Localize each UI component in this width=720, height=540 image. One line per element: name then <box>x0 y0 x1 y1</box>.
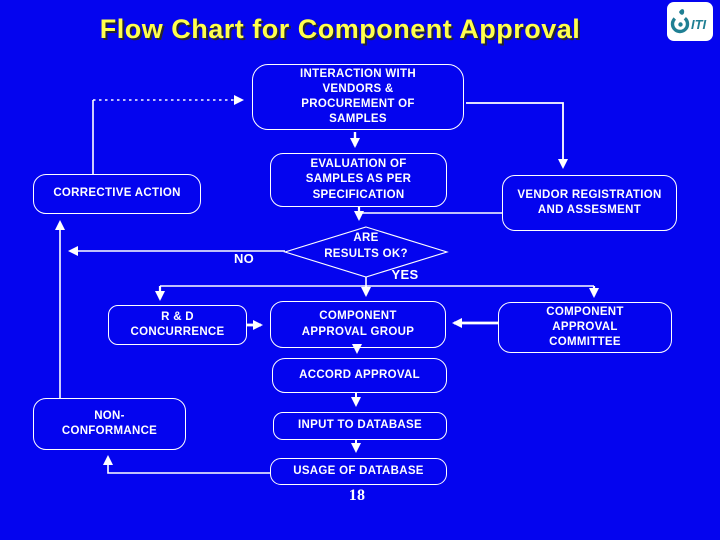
node-component-approval-committee: COMPONENT APPROVAL COMMITTEE <box>498 302 672 353</box>
node-rd-concurrence: R & D CONCURRENCE <box>108 305 247 345</box>
decision-diamond <box>283 226 449 278</box>
wire-interaction-vendor <box>466 102 568 169</box>
node-component-approval-group: COMPONENT APPROVAL GROUP <box>270 301 446 348</box>
page-number: 18 <box>348 487 366 504</box>
node-accord-approval: ACCORD APPROVAL <box>272 358 447 393</box>
node-evaluation-of-samples: EVALUATION OF SAMPLES AS PER SPECIFICATI… <box>270 153 447 207</box>
node-interaction-with-vendors: INTERACTION WITH VENDORS & PROCUREMENT O… <box>252 64 464 130</box>
svg-text:ITI: ITI <box>691 17 707 32</box>
no-branch-label: NO <box>233 251 255 266</box>
node-input-to-database: INPUT TO DATABASE <box>273 412 447 440</box>
slide-title: Flow Chart for Component Approval <box>99 14 581 44</box>
iti-logo-icon: ITI <box>670 9 707 34</box>
node-vendor-registration: VENDOR REGISTRATION AND ASSESMENT <box>502 175 677 231</box>
decision-label: ARE RESULTS OK? <box>324 232 408 260</box>
node-corrective-action: CORRECTIVE ACTION <box>33 174 201 214</box>
yes-branch-label: YES <box>391 267 419 282</box>
node-non-conformance: NON- CONFORMANCE <box>33 398 186 450</box>
iti-logo: ITI <box>667 2 713 41</box>
node-usage-of-database: USAGE OF DATABASE <box>270 458 447 485</box>
wire-usage-nonconf <box>103 455 270 474</box>
